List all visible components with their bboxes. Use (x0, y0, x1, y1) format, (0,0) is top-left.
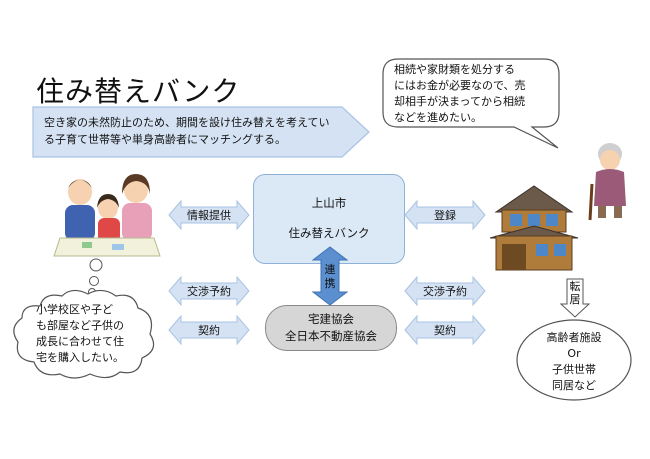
elder-thought-line-2: にはお金が必要なので、売 (394, 79, 526, 92)
relocation-char-1: 転 (569, 280, 581, 293)
family-thought-line-1: 小学校区や子ど (36, 303, 113, 316)
cooperation-char-2: 携 (324, 277, 336, 290)
summary-line-1: 空き家の未然防止のため、期間を設け住み替えを考えてい (44, 116, 330, 129)
center-subtitle: 住み替えバンク (288, 226, 370, 240)
negotiation-arrow-right: 交渉予約 (404, 276, 486, 306)
negotiation-label-left: 交渉予約 (187, 285, 231, 298)
destination-line-4: 同居など (552, 379, 596, 392)
family-illustration (52, 168, 162, 260)
center-title: 上山市 (311, 196, 347, 210)
house-illustration (486, 182, 582, 274)
destination-line-3: 子供世帯 (552, 363, 596, 376)
elderly-woman-illustration (584, 140, 636, 222)
negotiation-label-right: 交渉予約 (423, 285, 467, 298)
cooperation-arrow: 連 携 (312, 246, 348, 306)
family-thought-line-4: 宅を購入したい。 (36, 351, 124, 364)
destination-ellipse: 高齢者施設 Or 子供世帯 同居など (515, 318, 633, 402)
info-provision-label: 情報提供 (187, 209, 231, 222)
elder-thought-line-3: 却相手が決まってから相続 (394, 95, 526, 108)
association-line-2: 全日本不動産協会 (285, 329, 377, 343)
elder-speech-bubble: 相続や家財類を処分する にはお金が必要なので、売 却相手が決まってから相続 など… (382, 58, 560, 150)
info-provision-arrow: 情報提供 (168, 200, 250, 230)
real-estate-association-box: 宅建協会 全日本不動産協会 (265, 305, 397, 351)
family-thought-line-3: 成長に合わせて住 (36, 335, 124, 348)
sumikae-bank-box: 上山市 住み替えバンク (253, 174, 405, 264)
elder-thought-line-1: 相続や家財類を処分する (394, 63, 515, 76)
destination-line-2: Or (567, 347, 581, 360)
contract-label-right: 契約 (434, 324, 456, 337)
page-title: 住み替えバンク (36, 75, 241, 108)
summary-line-2: る子育て世帯等や単身高齢者にマッチングする。 (44, 133, 286, 146)
relocation-char-2: 居 (569, 293, 581, 306)
association-line-1: 宅建協会 (308, 312, 354, 326)
contract-label-left: 契約 (198, 324, 220, 337)
destination-line-1: 高齢者施設 (546, 331, 602, 344)
register-arrow: 登録 (404, 200, 486, 230)
relocation-arrow: 転 居 (560, 278, 590, 318)
elder-thought-line-4: などを進めたい。 (394, 111, 482, 124)
contract-arrow-left: 契約 (168, 315, 250, 345)
negotiation-arrow-left: 交渉予約 (168, 276, 250, 306)
summary-banner: 空き家の未然防止のため、期間を設け住み替えを考えてい る子育て世帯等や単身高齢者… (32, 106, 370, 158)
register-label: 登録 (434, 209, 456, 222)
contract-arrow-right: 契約 (404, 315, 486, 345)
family-thought-bubble: 小学校区や子ど も部屋など子供の 成長に合わせて住 宅を購入したい。 (10, 288, 160, 380)
cooperation-char-1: 連 (324, 263, 336, 276)
family-thought-line-2: も部屋など子供の (36, 319, 124, 332)
